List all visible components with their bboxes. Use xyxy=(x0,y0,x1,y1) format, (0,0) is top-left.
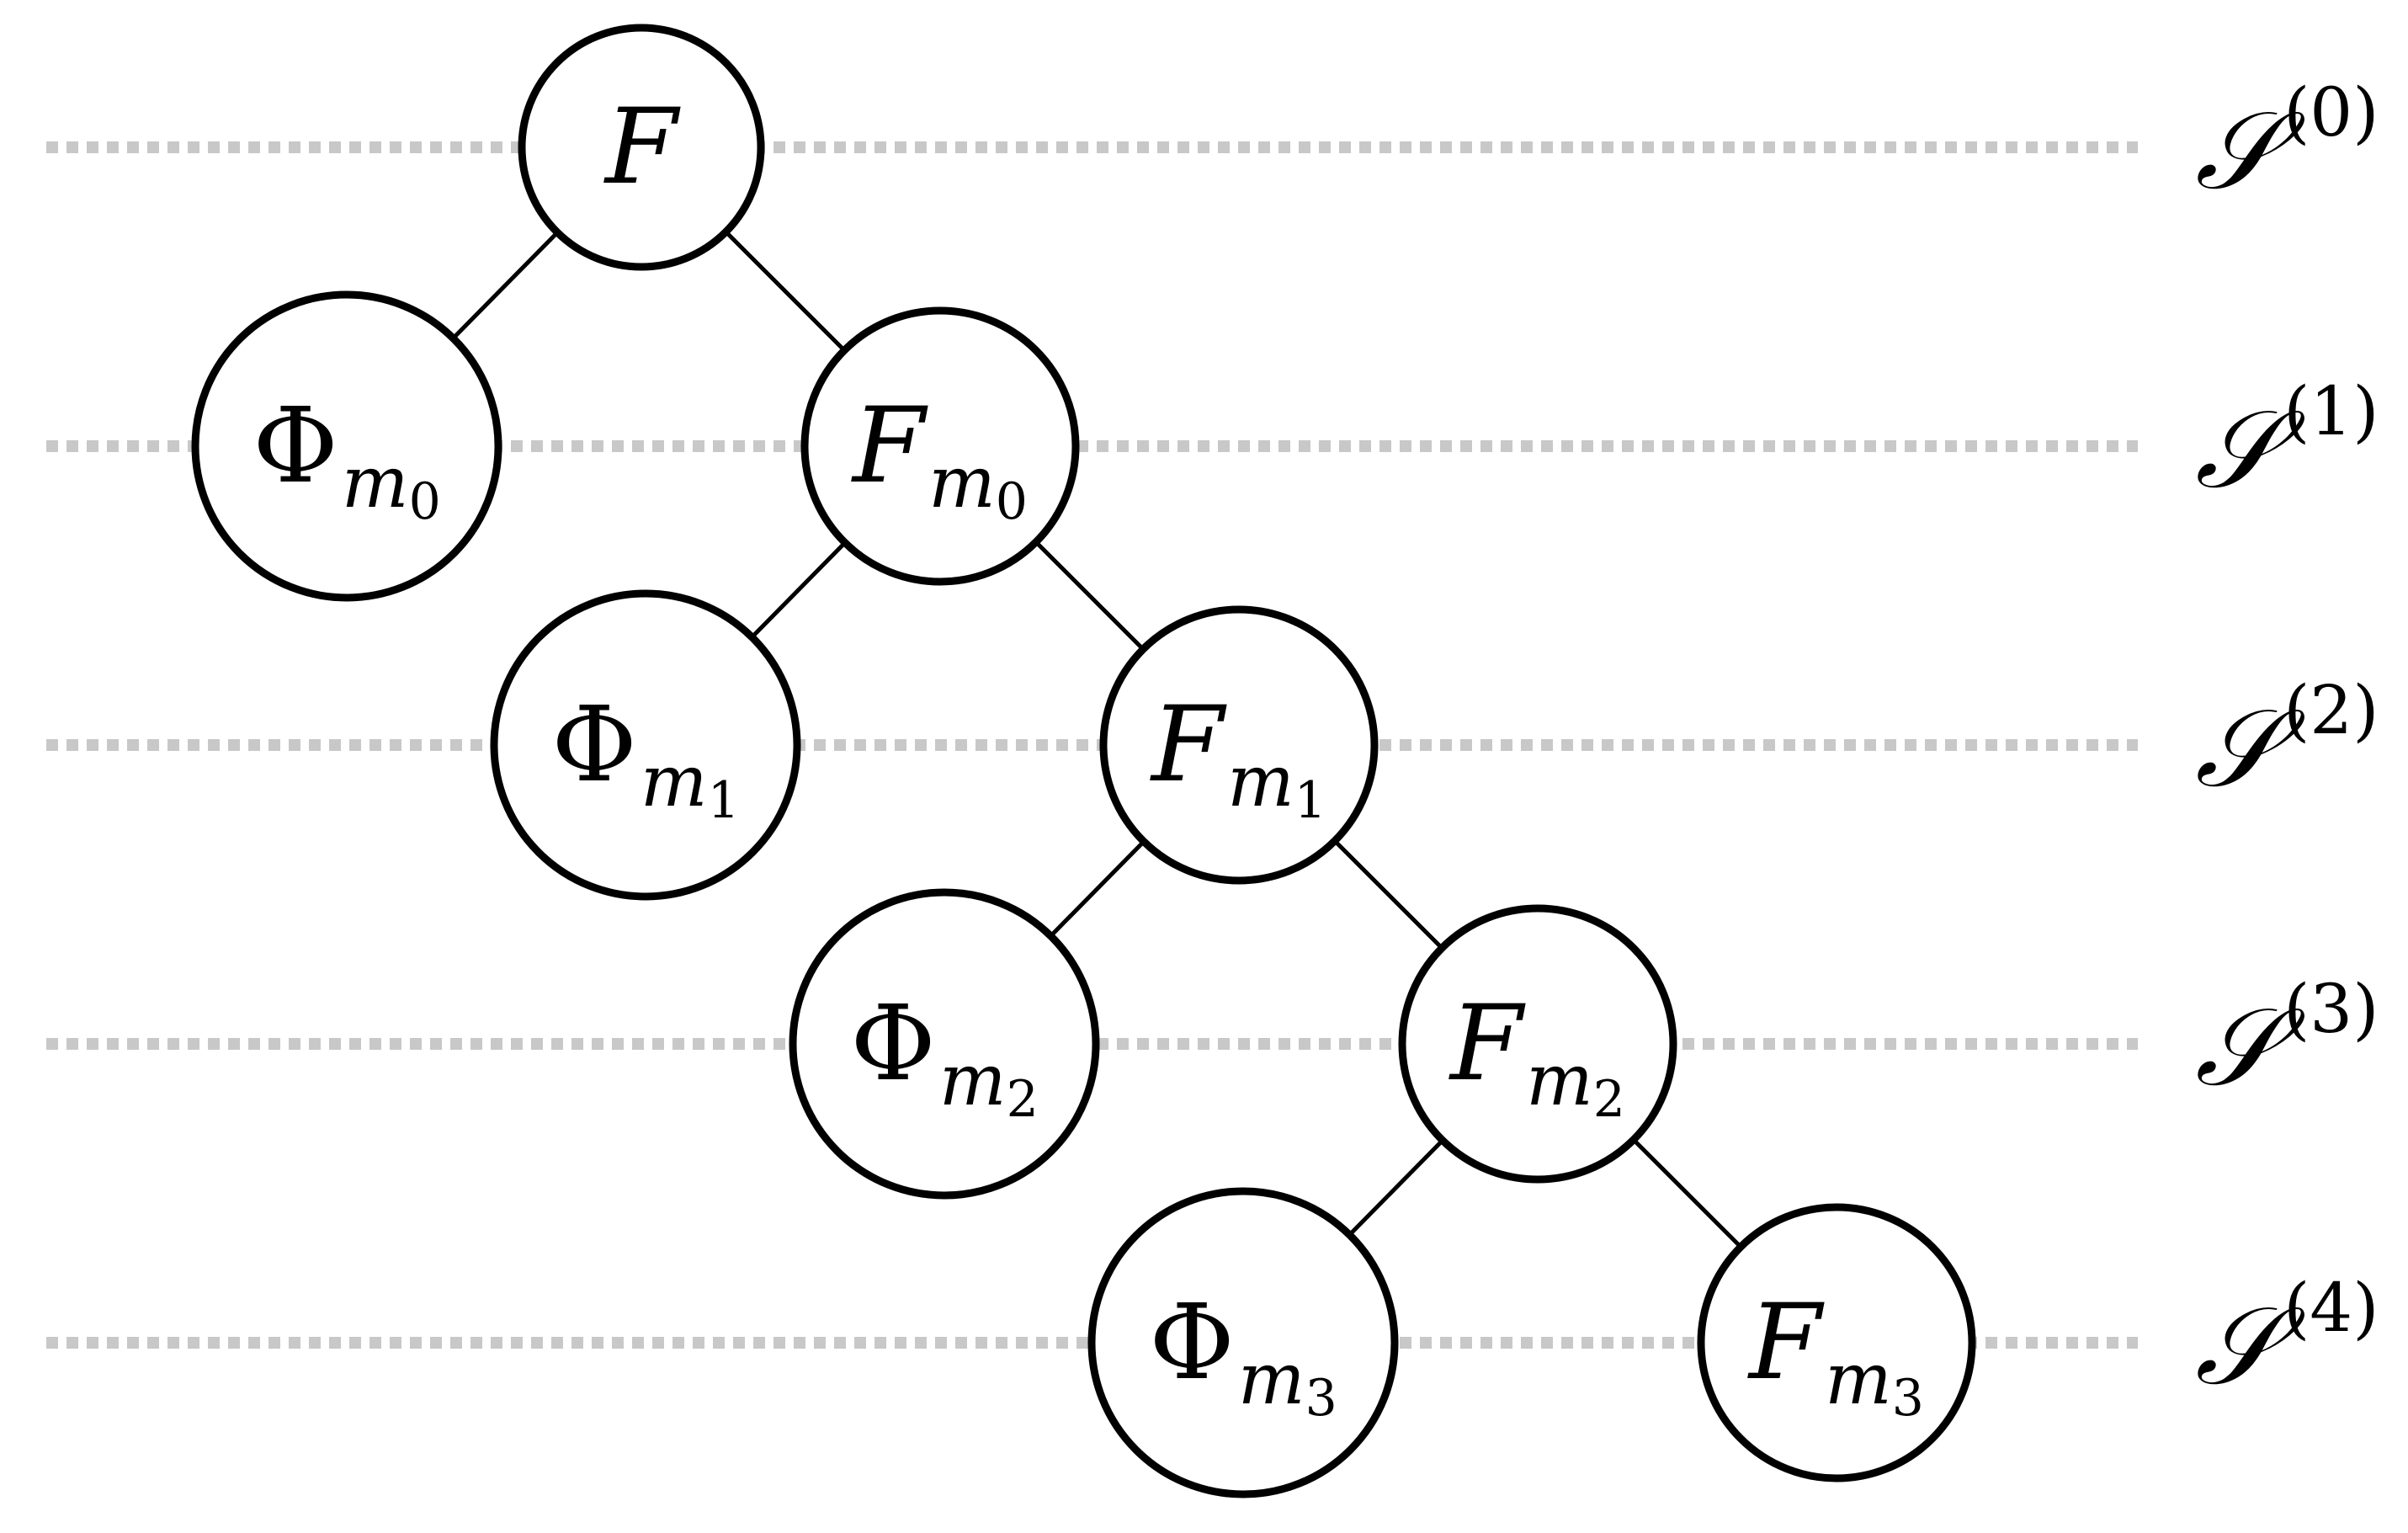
edge-F_m2-Phi_m3 xyxy=(1348,1138,1444,1237)
node-label-Phi_m3: Φm3 xyxy=(1149,1282,1337,1428)
edge-F-F_m0 xyxy=(724,230,846,352)
node-Phi_m2: Φm2 xyxy=(789,888,1100,1200)
level-label-4: 𝒮(4) xyxy=(2195,1269,2379,1409)
node-label-main: F xyxy=(1150,684,1227,806)
node-label-subsub: 0 xyxy=(409,472,441,531)
level-labels: 𝒮(0) 𝒮(1) 𝒮(2) 𝒮(3) 𝒮(4) xyxy=(2195,73,2379,1409)
node-label-sub: m xyxy=(342,441,409,524)
node-label-main: F xyxy=(603,87,681,208)
level-label-superscript: (4) xyxy=(2283,1269,2379,1347)
node-circle-Phi_m1 xyxy=(490,589,801,901)
node-F_m0: Fm0 xyxy=(800,306,1080,586)
node-label-F_m0: Fm0 xyxy=(851,386,1028,531)
node-label-F_m3: Fm3 xyxy=(1747,1282,1924,1428)
node-circle-Phi_m3 xyxy=(1087,1187,1399,1498)
node-label-subsub: 1 xyxy=(708,771,740,830)
node-label-main: F xyxy=(1449,983,1526,1105)
node-circle-F_m3 xyxy=(1697,1203,1976,1482)
node-F_m3: Fm3 xyxy=(1697,1203,1976,1482)
level-label-0: 𝒮(0) xyxy=(2195,73,2379,214)
node-label-Phi_m0: Φm0 xyxy=(252,386,441,531)
node-label-main: Φ xyxy=(551,684,637,806)
node-label-sub: m xyxy=(939,1039,1007,1121)
node-circle-F_m0 xyxy=(800,306,1080,586)
node-F_m2: Fm2 xyxy=(1398,904,1677,1184)
level-label-superscript: (0) xyxy=(2283,73,2379,152)
edge-F_m0-Phi_m1 xyxy=(750,540,847,639)
node-label-main: Φ xyxy=(850,983,936,1105)
level-label-3: 𝒮(3) xyxy=(2195,970,2379,1110)
node-circle-F_m1 xyxy=(1099,605,1379,885)
node-label-Phi_m2: Φm2 xyxy=(850,983,1039,1129)
node-label-F: F xyxy=(603,87,681,208)
node-label-subsub: 1 xyxy=(1294,771,1326,830)
node-label-subsub: 2 xyxy=(1593,1070,1625,1129)
node-label-main: F xyxy=(851,386,928,507)
edge-F_m1-Phi_m2 xyxy=(1049,839,1146,938)
edge-F_m1-F_m2 xyxy=(1333,839,1443,950)
node-label-sub: m xyxy=(1227,740,1294,822)
level-label-1: 𝒮(1) xyxy=(2195,372,2379,513)
node-circle-F_m2 xyxy=(1398,904,1677,1184)
node-Phi_m1: Φm1 xyxy=(490,589,801,901)
node-label-sub: m xyxy=(1825,1338,1892,1420)
node-label-sub: m xyxy=(928,441,996,524)
node-label-main: Φ xyxy=(1149,1282,1235,1403)
node-Phi_m3: Φm3 xyxy=(1087,1187,1399,1498)
node-label-F_m1: Fm1 xyxy=(1150,684,1326,830)
tree-edges xyxy=(451,230,1742,1248)
node-label-sub: m xyxy=(1526,1039,1593,1121)
level-label-superscript: (1) xyxy=(2283,372,2379,450)
node-label-subsub: 2 xyxy=(1007,1070,1039,1129)
edge-F_m2-F_m3 xyxy=(1632,1138,1742,1248)
node-label-subsub: 3 xyxy=(1305,1369,1337,1428)
edge-F_m0-F_m1 xyxy=(1034,540,1145,651)
level-label-superscript: (3) xyxy=(2283,970,2379,1048)
node-label-subsub: 3 xyxy=(1892,1369,1924,1428)
node-circle-F xyxy=(518,24,765,271)
level-label-2: 𝒮(2) xyxy=(2195,671,2379,812)
node-F: F xyxy=(518,24,765,271)
node-label-main: F xyxy=(1747,1282,1825,1403)
node-label-F_m2: Fm2 xyxy=(1449,983,1625,1129)
node-circle-Phi_m2 xyxy=(789,888,1100,1200)
level-label-superscript: (2) xyxy=(2283,671,2379,749)
node-F_m1: Fm1 xyxy=(1099,605,1379,885)
node-label-subsub: 0 xyxy=(996,472,1028,531)
edge-F-Phi_m0 xyxy=(451,231,560,340)
node-label-main: Φ xyxy=(252,386,338,507)
node-label-sub: m xyxy=(641,740,708,822)
node-label-Phi_m1: Φm1 xyxy=(551,684,740,830)
node-Phi_m0: Φm0 xyxy=(191,290,502,602)
node-circle-Phi_m0 xyxy=(191,290,502,602)
node-label-sub: m xyxy=(1238,1338,1305,1420)
